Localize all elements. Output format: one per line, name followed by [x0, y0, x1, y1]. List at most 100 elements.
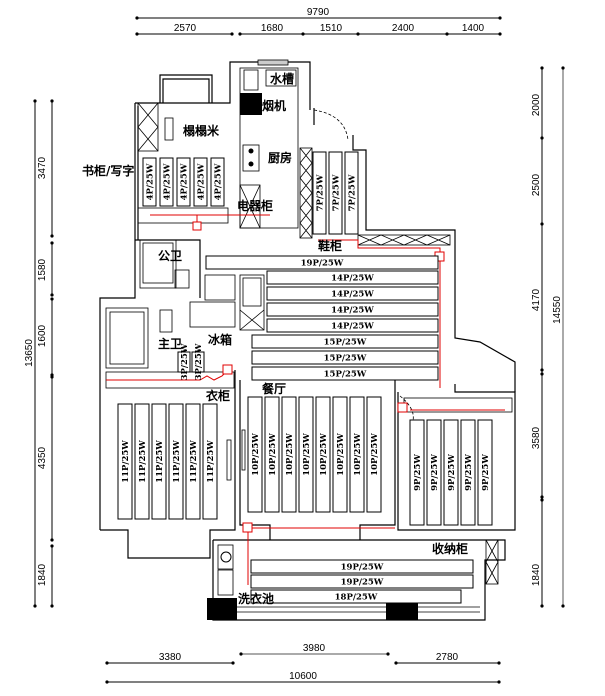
radiator: 4P/25W: [176, 157, 191, 207]
left-dimension-lines: [33, 99, 54, 608]
radiator: 11P/25W: [185, 403, 201, 520]
radiator-body: [332, 396, 348, 513]
radiator: 14P/25W: [266, 286, 439, 301]
dim-right-seg: 2000: [531, 93, 542, 116]
dim-left-seg: 1600: [37, 324, 48, 347]
radiator: 11P/25W: [202, 403, 218, 520]
label-shoe-cabinet: 鞋柜: [318, 238, 342, 253]
radiator-label: 7P/25W: [316, 174, 326, 211]
dim-right-seg: 1840: [531, 563, 542, 586]
label-dining: 餐厅: [262, 381, 286, 396]
radiator-body: [193, 157, 208, 207]
radiator: 9P/25W: [477, 419, 493, 526]
radiator: 15P/25W: [251, 334, 439, 349]
label-kitchen: 厨房: [268, 150, 292, 165]
radiator-body: [266, 302, 439, 317]
radiator-label: 14P/25W: [331, 290, 374, 300]
radiator-body: [312, 151, 327, 235]
top-dimension-lines: [135, 16, 502, 36]
radiator-label: 10P/25W: [353, 433, 363, 476]
dim-top-seg: 2400: [392, 23, 415, 34]
radiator-body: [251, 334, 439, 349]
radiator-body: [250, 574, 474, 589]
radiator-body: [328, 151, 343, 235]
radiator-label: 10P/25W: [302, 433, 312, 476]
radiator: 7P/25W: [344, 151, 359, 235]
label-water-heater: 水槽: [270, 71, 294, 86]
heating-pipes: [106, 214, 505, 585]
radiator-body: [251, 350, 439, 365]
radiator: 7P/25W: [312, 151, 327, 235]
radiator: 10P/25W: [298, 396, 314, 513]
radiator: 10P/25W: [281, 396, 297, 513]
radiator-body: [266, 286, 439, 301]
dim-bottom-total: 10600: [289, 671, 317, 682]
radiator-label: 11P/25W: [206, 440, 216, 483]
radiator-label: 15P/25W: [324, 354, 367, 364]
radiator-label: 3P/25W: [180, 343, 190, 380]
radiator: 4P/25W: [142, 157, 157, 207]
radiator-label: 11P/25W: [172, 440, 182, 483]
radiator: 19P/25W: [250, 574, 474, 589]
radiator-label: 19P/25W: [301, 259, 344, 269]
radiator: 18P/25W: [250, 589, 462, 604]
radiator-label: 14P/25W: [331, 306, 374, 316]
dim-top-seg: 2570: [174, 23, 197, 34]
radiator: 7P/25W: [328, 151, 343, 235]
radiator: 10P/25W: [315, 396, 331, 513]
radiator-body: [250, 559, 474, 574]
radiator: 14P/25W: [266, 270, 439, 285]
radiator-body: [250, 589, 462, 604]
radiator-body: [266, 318, 439, 333]
dim-top-seg: 1400: [462, 23, 485, 34]
radiator-label: 19P/25W: [341, 578, 384, 588]
radiator: 11P/25W: [151, 403, 167, 520]
radiator: 3P/25W: [191, 343, 205, 380]
radiator: 9P/25W: [443, 419, 459, 526]
radiator-body: [142, 157, 157, 207]
dim-bottom-seg: 2780: [436, 652, 459, 663]
radiator-label: 4P/25W: [146, 163, 156, 200]
radiator-body: [210, 157, 225, 207]
dim-top-seg: 1680: [261, 23, 284, 34]
radiator-label: 11P/25W: [189, 440, 199, 483]
radiator: 19P/25W: [205, 255, 439, 270]
walls: [99, 59, 516, 621]
radiator-body: [409, 419, 425, 526]
radiator-body: [366, 396, 382, 513]
dim-bottom-seg: 3980: [303, 643, 326, 654]
radiator-label: 9P/25W: [447, 454, 457, 491]
radiator: 14P/25W: [266, 302, 439, 317]
radiator-label: 4P/25W: [180, 163, 190, 200]
dim-right-seg: 4170: [531, 288, 542, 311]
radiator: 9P/25W: [409, 419, 425, 526]
radiator-body: [151, 403, 167, 520]
radiator: 4P/25W: [193, 157, 208, 207]
radiator-label: 10P/25W: [370, 433, 380, 476]
radiator-body: [281, 396, 297, 513]
dim-left-seg: 1840: [37, 563, 48, 586]
radiator-body: [477, 419, 493, 526]
dim-right-seg: 3580: [531, 426, 542, 449]
radiator-label: 10P/25W: [319, 433, 329, 476]
radiator: 3P/25W: [177, 343, 191, 380]
radiator-label: 15P/25W: [324, 338, 367, 348]
radiator-body: [426, 419, 442, 526]
radiator-body: [460, 419, 476, 526]
radiator: 10P/25W: [349, 396, 365, 513]
radiator-label: 9P/25W: [413, 454, 423, 491]
radiator-body: [168, 403, 184, 520]
label-tatami: 榻榻米: [182, 123, 220, 138]
dim-bottom-seg: 3380: [159, 652, 182, 663]
dim-left-seg: 4350: [37, 446, 48, 469]
radiator-label: 11P/25W: [121, 440, 131, 483]
radiator-label: 10P/25W: [268, 433, 278, 476]
radiator-label: 14P/25W: [331, 322, 374, 332]
radiator-label: 18P/25W: [335, 593, 378, 603]
radiator-label: 14P/25W: [331, 274, 374, 284]
radiator-body: [117, 403, 133, 520]
radiator: 14P/25W: [266, 318, 439, 333]
radiator: 11P/25W: [117, 403, 133, 520]
